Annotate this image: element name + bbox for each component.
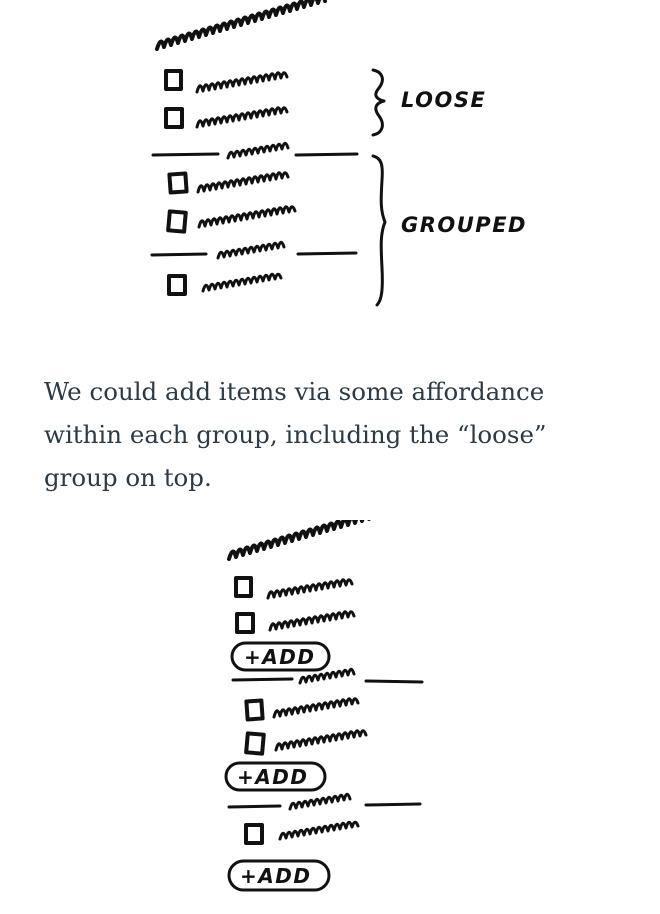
checkbox-icon <box>244 823 264 845</box>
squiggle-group-name <box>298 667 356 685</box>
squiggle-title <box>155 0 327 51</box>
squiggle-item <box>272 697 360 719</box>
brace-loose <box>371 68 386 137</box>
squiggle-group-name <box>288 792 352 811</box>
divider-line <box>231 677 294 682</box>
divider-line <box>227 804 282 809</box>
label-loose: LOOSE <box>401 88 486 112</box>
squiggle-item <box>196 171 290 194</box>
checkbox-icon <box>164 69 183 91</box>
squiggle-item <box>195 106 289 129</box>
checkbox-icon <box>244 731 266 756</box>
add-button-label: +ADD <box>244 645 315 669</box>
squiggle-item <box>274 729 368 752</box>
divider-line <box>294 152 359 157</box>
squiggle-item <box>266 578 354 600</box>
add-button[interactable]: +ADD <box>224 761 327 792</box>
checkbox-icon <box>235 612 255 634</box>
checkbox-icon <box>166 209 188 234</box>
body-paragraph: We could add items via some affordance w… <box>44 377 547 492</box>
brace-grouped <box>371 154 387 307</box>
divider-line <box>364 802 422 807</box>
add-button[interactable]: +ADD <box>230 641 331 672</box>
sketch-loose-vs-grouped: LOOSE GROUPED <box>0 0 660 330</box>
squiggle-item <box>278 820 360 841</box>
add-button-label: +ADD <box>240 864 311 888</box>
squiggle-group-name <box>226 141 290 160</box>
squiggle-item <box>195 71 289 94</box>
squiggle-title <box>227 520 371 561</box>
checkbox-icon <box>234 576 253 598</box>
squiggle-group-name <box>216 240 286 260</box>
squiggle-item <box>268 610 356 632</box>
checkbox-icon <box>164 107 184 129</box>
checkbox-icon <box>167 171 189 195</box>
squiggle-item <box>201 272 283 293</box>
divider-line <box>296 251 358 256</box>
label-grouped: GROUPED <box>401 213 527 237</box>
divider-line <box>364 679 424 684</box>
squiggle-item <box>197 205 297 229</box>
divider-line <box>150 252 208 257</box>
checkbox-icon <box>244 698 265 722</box>
divider-line <box>151 152 220 157</box>
add-button[interactable]: +ADD <box>227 859 331 892</box>
checkbox-icon <box>167 274 187 296</box>
add-button-label: +ADD <box>237 765 308 789</box>
sketch-add-affordance: +ADD +ADD +ADD <box>0 520 660 914</box>
